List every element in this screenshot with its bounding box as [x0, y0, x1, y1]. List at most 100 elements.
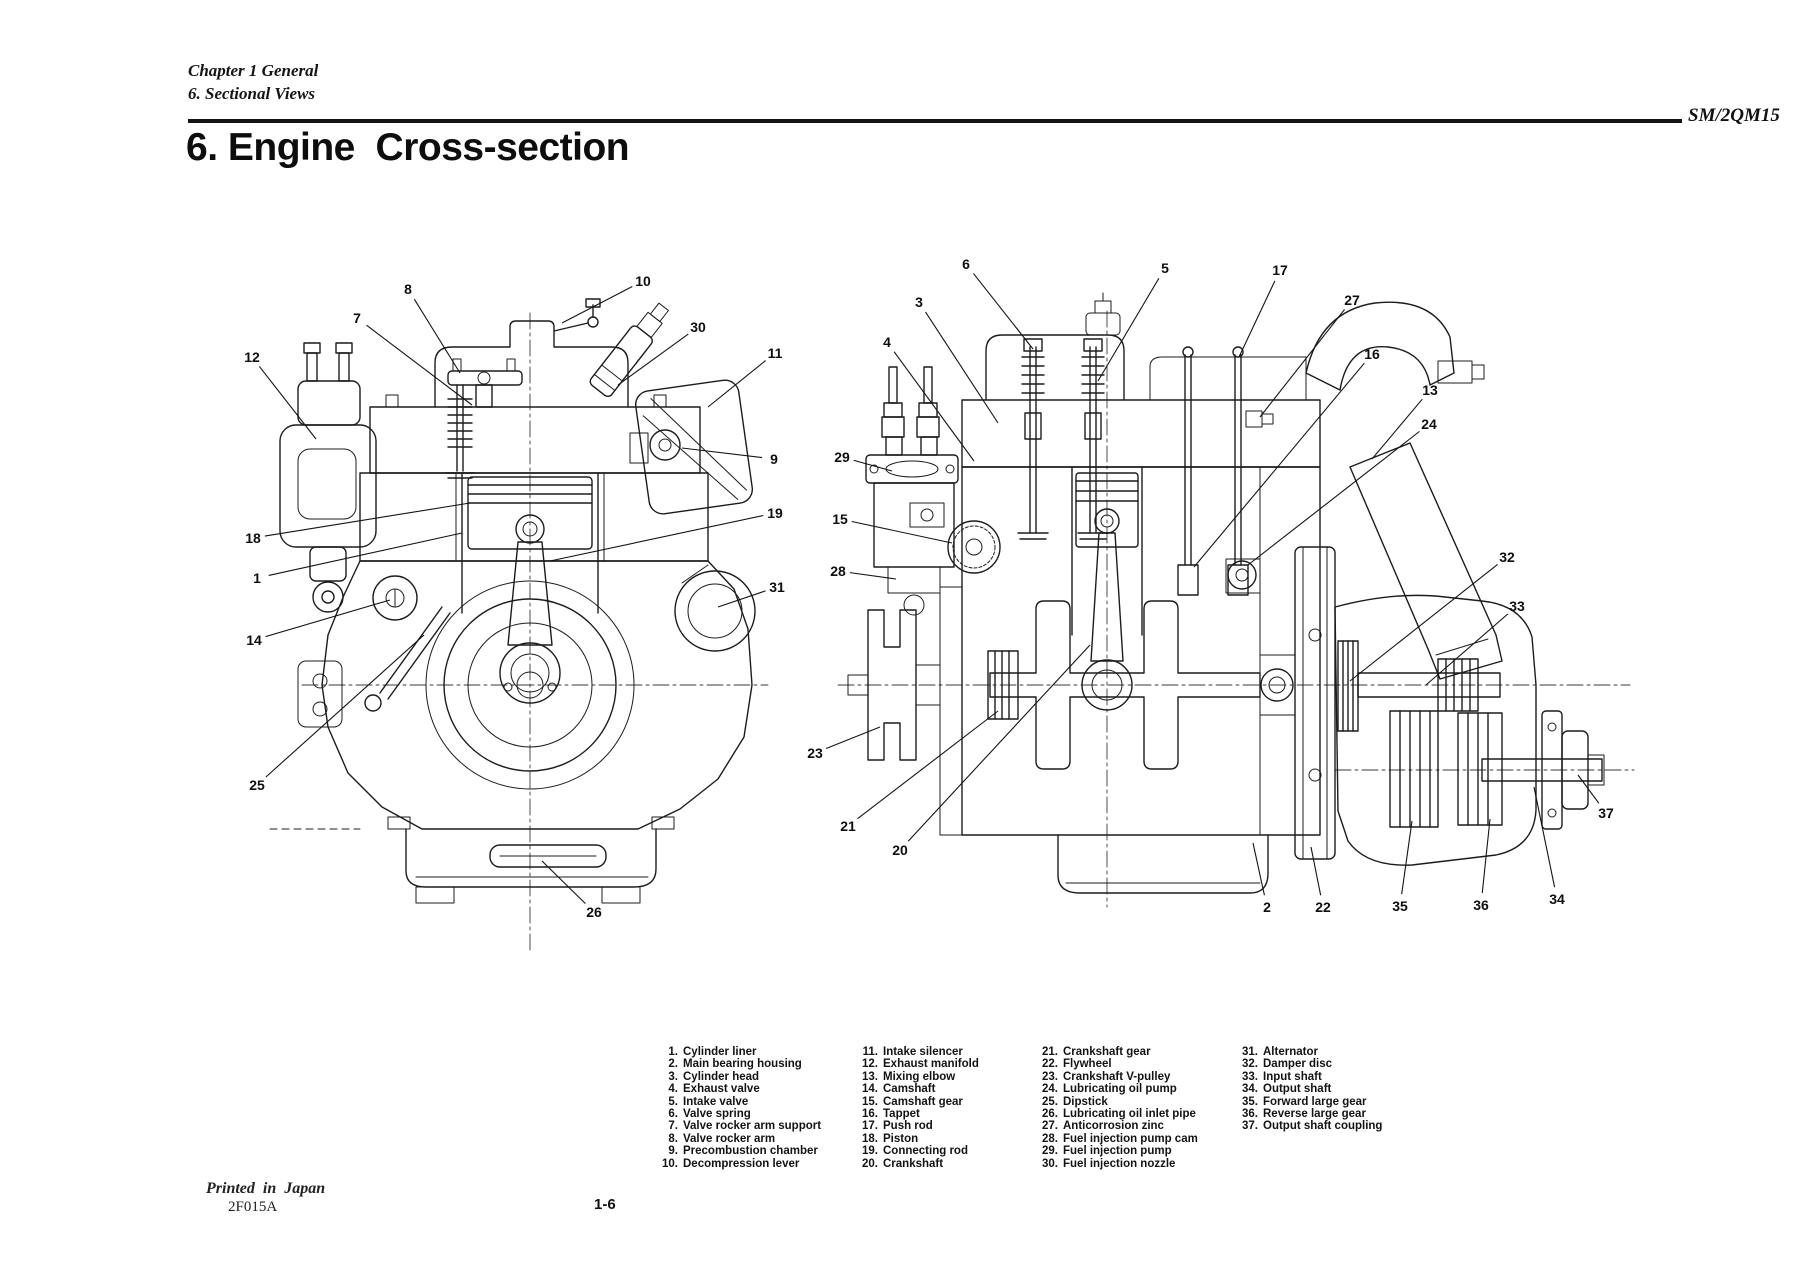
legend-item-label: Fuel injection pump cam: [1063, 1132, 1198, 1145]
legend-item: 10. Decompression lever: [652, 1158, 821, 1170]
legend-item: 35.Forward large gear: [1232, 1096, 1382, 1108]
legend-item: 19.Connecting rod: [852, 1145, 979, 1157]
legend-item: 29.Fuel injection pump: [1032, 1145, 1198, 1157]
legend-item-number: 21.: [1042, 1046, 1058, 1058]
legend-item: 23.Crankshaft V-pulley: [1032, 1071, 1198, 1083]
legend-item: 7.Valve rocker arm support: [652, 1120, 821, 1132]
legend-item-number: 2.: [668, 1058, 678, 1071]
callout-number-30: 30: [690, 319, 706, 335]
legend-item: 24.Lubricating oil pump: [1032, 1083, 1198, 1095]
legend-item-label: Fuel injection nozzle: [1063, 1157, 1176, 1170]
legend-item-number: 27.: [1042, 1120, 1058, 1133]
legend-item-number: 32.: [1242, 1058, 1258, 1071]
legend-item-label: Valve rocker arm: [683, 1132, 776, 1145]
callout-number-12: 12: [244, 349, 260, 365]
callout-leader-line: [265, 634, 425, 778]
callout-number-16: 16: [1364, 346, 1380, 362]
legend-item: 31.Alternator: [1232, 1046, 1382, 1058]
callout-number-15: 15: [832, 511, 848, 527]
legend-item: 5. Intake valve: [652, 1096, 821, 1108]
legend-item-label: Flywheel: [1063, 1058, 1112, 1071]
callout-number-23: 23: [807, 745, 823, 761]
callout-leader-line: [851, 520, 953, 544]
legend-item: 12.Exhaust manifold: [852, 1058, 979, 1070]
callout-leader-line: [541, 860, 586, 904]
callout-number-11: 11: [768, 345, 783, 361]
legend-item-number: 3.: [668, 1070, 678, 1083]
legend-item-number: 1.: [668, 1046, 678, 1058]
legend-item-label: Precombustion chamber: [683, 1145, 818, 1158]
legend-item: 1.Cylinder liner: [652, 1046, 821, 1058]
legend-item-number: 9.: [668, 1145, 678, 1158]
legend-item-label: Tappet: [883, 1108, 920, 1121]
page-number: 1-6: [594, 1196, 616, 1213]
callout-leader-line: [268, 532, 463, 576]
legend-item-label: Camshaft gear: [883, 1095, 963, 1108]
legend-item-number: 28.: [1042, 1132, 1058, 1145]
section-heading: 6. Sectional Views: [188, 84, 316, 103]
legend-item-number: 7.: [668, 1120, 678, 1133]
callout-number-34: 34: [1549, 891, 1565, 907]
legend-item-number: 5.: [668, 1095, 678, 1108]
callout-leader-line: [561, 286, 633, 324]
callout-leader-line: [366, 324, 473, 406]
legend-item: 22.Flywheel: [1032, 1058, 1198, 1070]
legend-item: 25.Dipstick: [1032, 1096, 1198, 1108]
callout-number-14: 14: [246, 632, 262, 648]
callout-leader-line: [1371, 398, 1423, 460]
legend-item: 34.Output shaft: [1232, 1083, 1382, 1095]
callout-leader-line: [1533, 786, 1556, 888]
legend-item-label: Forward large gear: [1263, 1095, 1367, 1108]
callout-number-21: 21: [840, 818, 856, 834]
manual-code: SM/2QM15: [1688, 105, 1780, 126]
legend-item-label: Crankshaft V-pulley: [1063, 1070, 1171, 1083]
legend-item-number: 15.: [862, 1095, 878, 1108]
callout-number-7: 7: [353, 310, 361, 326]
legend-item-label: Valve spring: [683, 1108, 751, 1121]
callout-number-2: 2: [1263, 899, 1271, 915]
legend-item-number: 13.: [862, 1070, 878, 1083]
legend-item: 14.Camshaft: [852, 1083, 979, 1095]
callout-number-33: 33: [1509, 598, 1525, 614]
engine-side-cross-section-diagram: 6517327416132429152832332321202223536343…: [807, 256, 1635, 915]
legend-item: 4.Exhaust valve: [652, 1083, 821, 1095]
callout-leader-line: [1193, 362, 1365, 568]
callout-leader-line: [925, 311, 999, 424]
callout-leader-line: [825, 726, 881, 750]
legend-item-number: 10.: [662, 1157, 678, 1170]
legend-item-label: Exhaust valve: [683, 1083, 760, 1096]
legend-item-label: Piston: [883, 1132, 919, 1145]
page-title: 6. Engine Cross-section: [186, 126, 630, 169]
callout-number-28: 28: [830, 563, 846, 579]
legend-item-label: Damper disc: [1263, 1058, 1333, 1071]
legend-item: 28. Fuel injection pump cam: [1032, 1133, 1198, 1145]
legend-item: 3. Cylinder head: [652, 1071, 821, 1083]
legend-item-number: 29.: [1042, 1145, 1058, 1158]
legend-item-label: Exhaust manifold: [883, 1058, 979, 1071]
callout-leader-line: [1425, 613, 1509, 686]
legend-item: 9. Precombustion chamber: [652, 1145, 821, 1157]
callout-number-10: 10: [635, 273, 651, 289]
legend-item-label: Cylinder head: [683, 1070, 760, 1083]
callout-leader-line: [853, 459, 893, 472]
header-rule: [188, 119, 1682, 123]
callout-leader-line: [907, 644, 1091, 842]
legend-item-number: 24.: [1042, 1083, 1058, 1096]
legend-item-label: Mixing elbow: [883, 1070, 956, 1083]
legend-item-label: Decompression lever: [683, 1157, 800, 1170]
legend-item-number: 14.: [862, 1083, 878, 1096]
callout-number-17: 17: [1272, 262, 1288, 278]
chapter-heading: Chapter 1 General: [188, 61, 319, 80]
legend-item-number: 6.: [668, 1108, 678, 1121]
callout-leader-line: [893, 351, 975, 462]
legend-item-label: Reverse large gear: [1263, 1108, 1366, 1121]
legend-item: 2.Main bearing housing: [652, 1058, 821, 1070]
legend-item-label: Intake silencer: [883, 1046, 963, 1058]
legend-item-label: Intake valve: [683, 1095, 749, 1108]
callout-number-27: 27: [1344, 292, 1360, 308]
legend-item-label: Connecting rod: [883, 1145, 968, 1158]
legend-item-label: Anticorrosion zinc: [1063, 1120, 1164, 1133]
